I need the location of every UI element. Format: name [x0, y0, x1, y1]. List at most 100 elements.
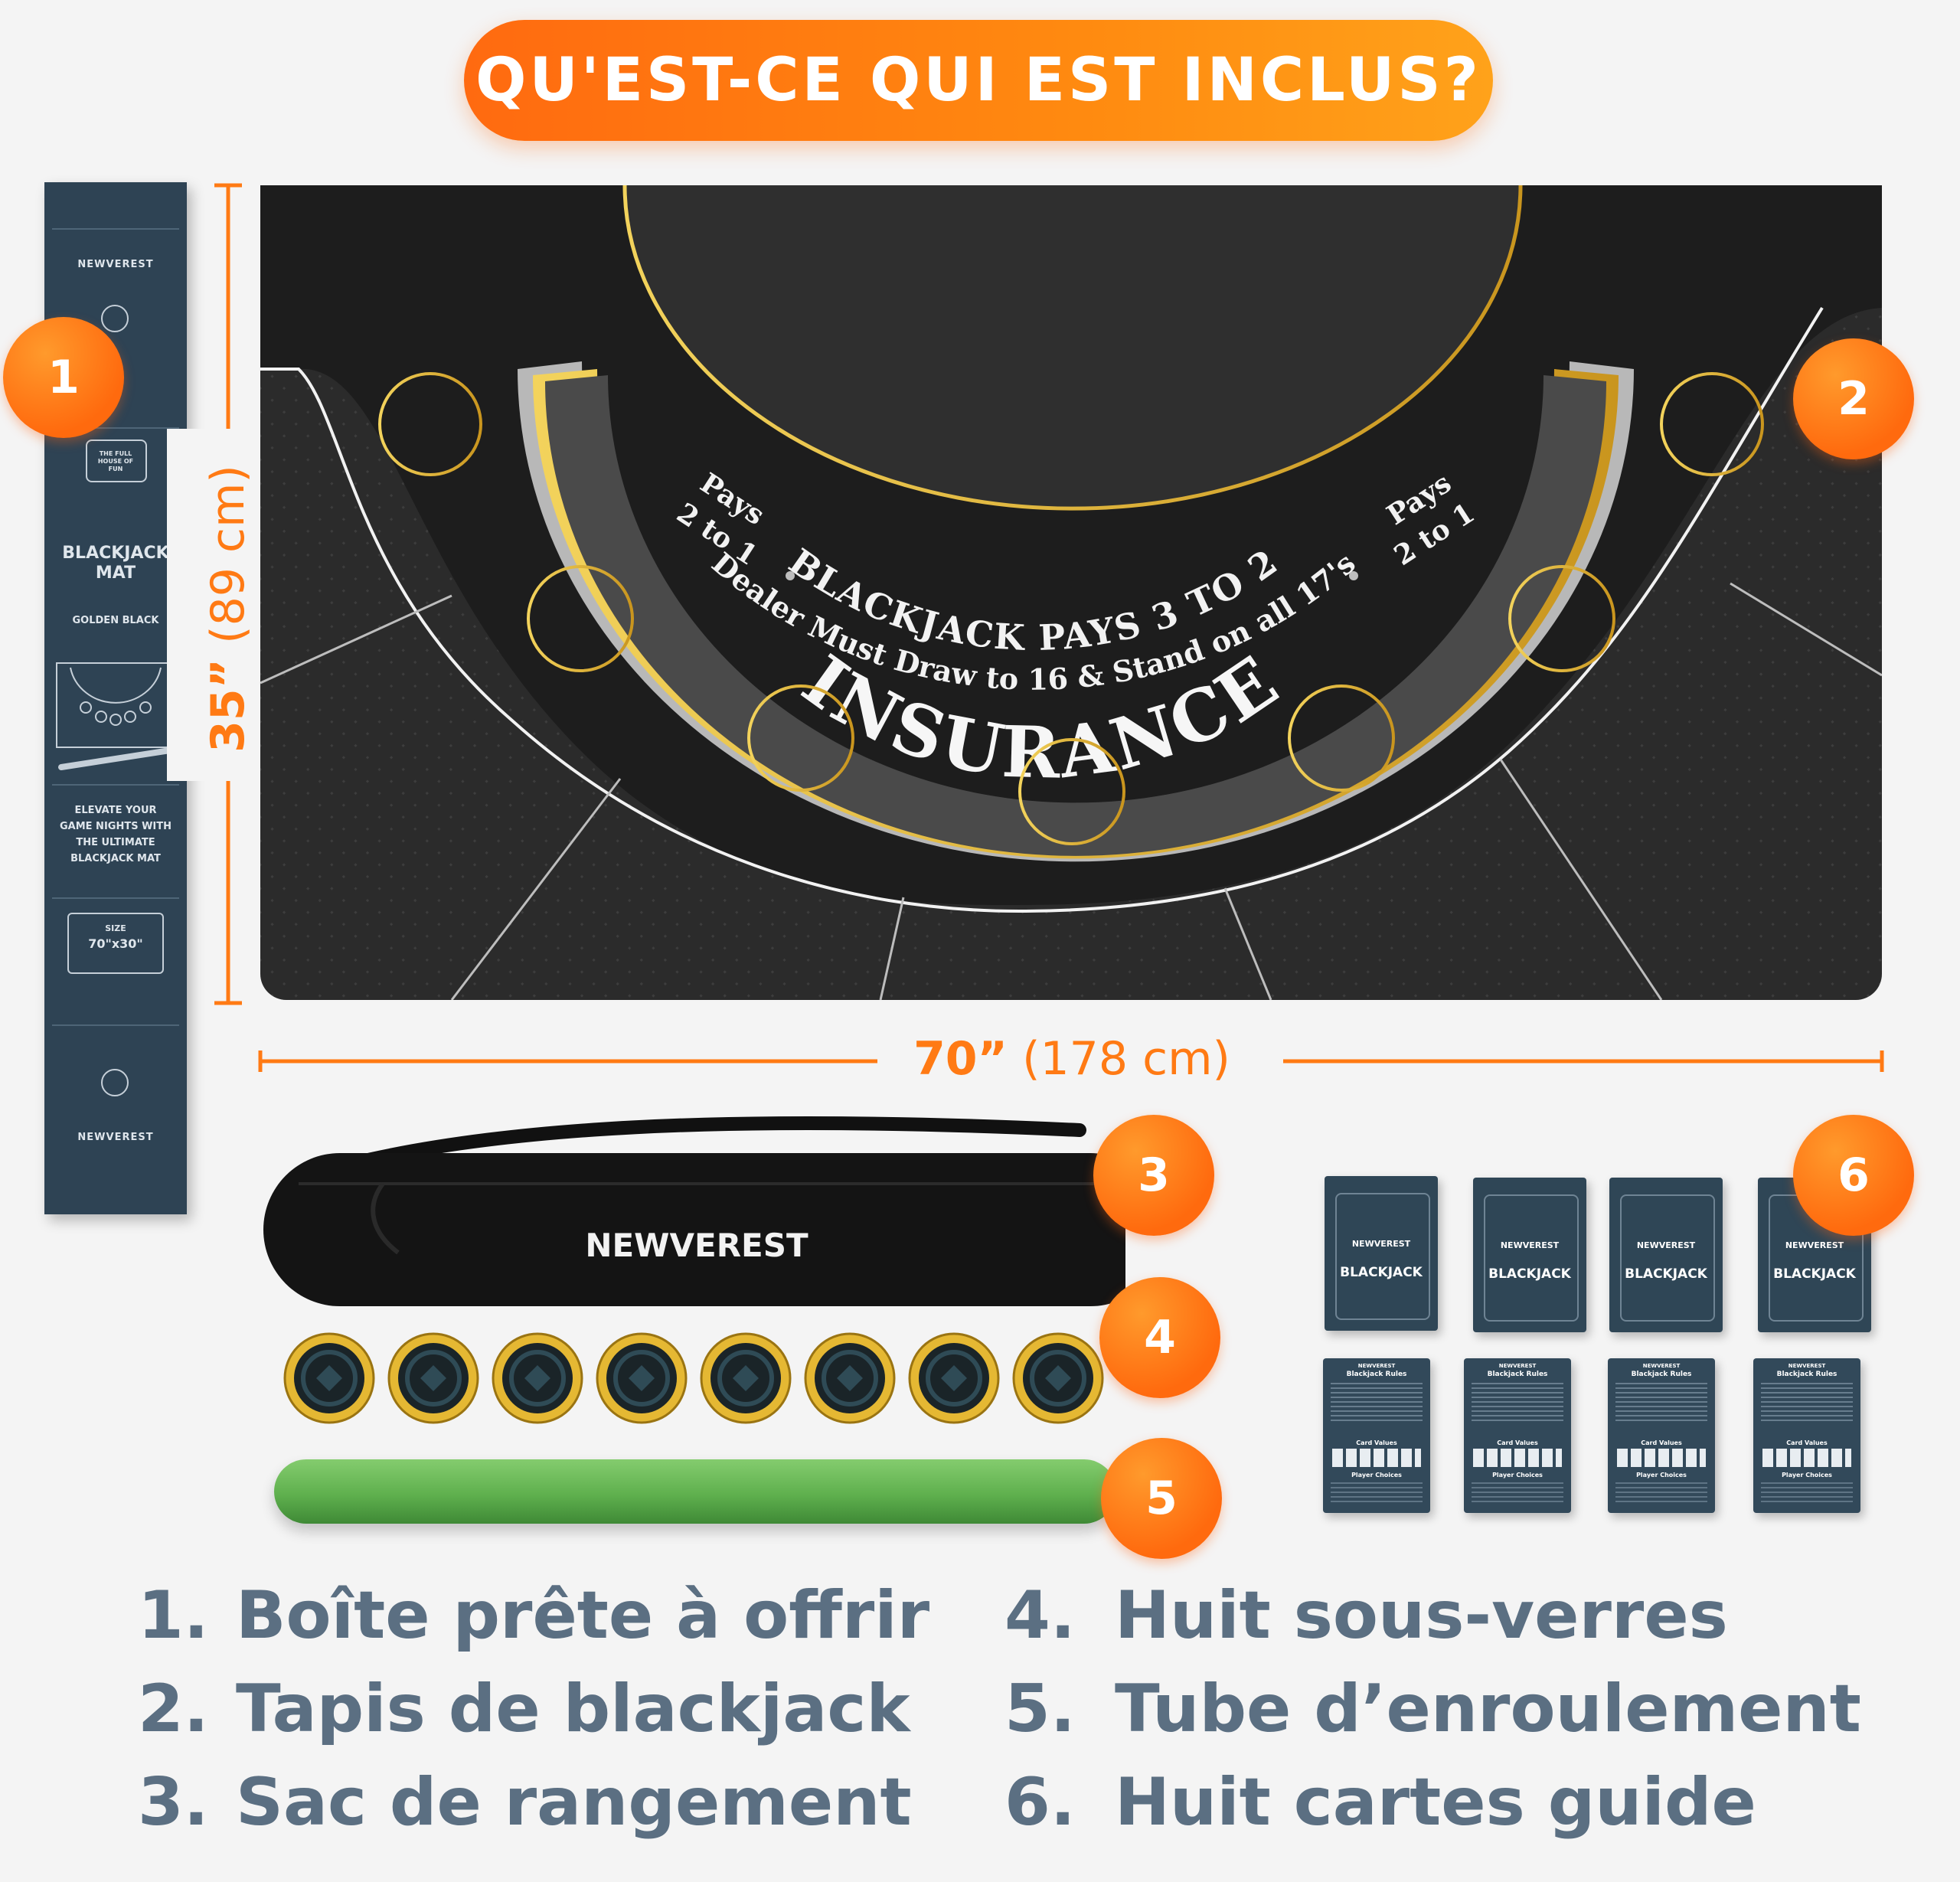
- marker-4-label: 4: [1144, 1311, 1176, 1364]
- card-brand: NEWVEREST: [1500, 1240, 1560, 1250]
- mat-seat-dividers: [260, 582, 1882, 1000]
- height-inches: 35”: [201, 658, 255, 753]
- card-rules-title: Blackjack Rules: [1346, 1371, 1407, 1378]
- card-rules-sub1: Card Values: [1356, 1439, 1397, 1446]
- guide-card-rules: NEWVEREST Blackjack Rules Card Values Pla…: [1323, 1358, 1430, 1513]
- card-rules-sub1: Card Values: [1641, 1439, 1682, 1446]
- legend-item-6: 6. Huit cartes guide: [1004, 1764, 1756, 1841]
- mat-chip-icons: [786, 571, 1358, 580]
- marker-2-label: 2: [1838, 372, 1870, 426]
- card-brand: NEWVEREST: [1351, 1239, 1411, 1249]
- marker-6: 6: [1793, 1115, 1914, 1236]
- card-rules-title: Blackjack Rules: [1776, 1371, 1838, 1378]
- box-divider: [52, 427, 179, 429]
- coaster: [283, 1332, 375, 1424]
- legend-num: 3.: [138, 1764, 209, 1841]
- box-title-line1: BLACKJACK: [62, 544, 169, 563]
- legend-item-4: 4.Huit sous-verres: [1004, 1577, 1728, 1654]
- box-promo-4: BLACKJACK MAT: [70, 853, 161, 864]
- guide-card-cover: NEWVEREST BLACKJACK: [1325, 1176, 1438, 1331]
- box-divider: [52, 228, 179, 230]
- box-divider: [52, 897, 179, 899]
- marker-4: 4: [1099, 1277, 1220, 1398]
- legend-item-5: 5. Tube d’enroulement: [1004, 1671, 1861, 1747]
- card-brand: NEWVEREST: [1642, 1363, 1681, 1369]
- card-rules-sub2: Player Choices: [1782, 1472, 1832, 1478]
- card-title: BLACKJACK: [1773, 1266, 1856, 1282]
- marker-5-label: 5: [1145, 1472, 1178, 1525]
- box-promo-1: ELEVATE YOUR: [74, 805, 157, 816]
- marker-1-label: 1: [47, 351, 80, 404]
- card-title: BLACKJACK: [1625, 1266, 1707, 1282]
- width-cm: (178 cm): [1022, 1032, 1230, 1086]
- bag-body: [263, 1153, 1125, 1306]
- coaster: [908, 1332, 1000, 1424]
- card-brand: NEWVEREST: [1498, 1363, 1537, 1369]
- box-brand-bottom: NEWVEREST: [77, 1132, 154, 1143]
- mat-betting-circles: [378, 372, 1764, 845]
- compass-icon: [101, 1069, 129, 1096]
- coaster: [804, 1332, 896, 1424]
- legend-item-1: 1. Boîte prête à offrir: [138, 1577, 929, 1654]
- box-brand-top: NEWVEREST: [77, 259, 154, 270]
- box-roll-illustration: [58, 747, 173, 770]
- marker-2: 2: [1793, 338, 1914, 459]
- box-mat-illustration: [56, 662, 175, 748]
- bag-brand: NEWVEREST: [585, 1227, 808, 1264]
- legend-num: 4.: [1004, 1577, 1076, 1654]
- coaster: [492, 1332, 583, 1424]
- marker-3-label: 3: [1138, 1148, 1170, 1202]
- compass-icon: [101, 305, 129, 332]
- coaster: [596, 1332, 688, 1424]
- coaster: [1012, 1332, 1104, 1424]
- box-tagline-frame: [86, 439, 147, 482]
- marker-5: 5: [1101, 1438, 1222, 1559]
- height-cm: (89 cm): [201, 465, 255, 644]
- coaster: [387, 1332, 479, 1424]
- legend-label: Boîte prête à offrir: [236, 1577, 930, 1654]
- mat-dealer-arc: [622, 185, 1523, 511]
- box-size-frame: [67, 913, 164, 974]
- legend-num: 5.: [1004, 1671, 1076, 1747]
- guide-card-cover: NEWVEREST BLACKJACK: [1473, 1178, 1586, 1332]
- storage-bag: NEWVEREST: [263, 1116, 1125, 1306]
- box-divider: [52, 784, 179, 786]
- legend-num: 6.: [1004, 1764, 1076, 1841]
- card-rules-sub1: Card Values: [1786, 1439, 1828, 1446]
- legend-item-3: 3. Sac de rangement: [138, 1764, 912, 1841]
- coaster: [700, 1332, 792, 1424]
- width-label: 70” (178 cm): [888, 1032, 1256, 1086]
- card-rules-sub1: Card Values: [1497, 1439, 1538, 1446]
- box-promo-3: THE ULTIMATE: [76, 837, 155, 848]
- height-label: 35” (89 cm): [201, 387, 258, 831]
- mat-dealer-zone: [260, 185, 1882, 905]
- header-banner: QU'EST-CE QUI EST INCLUS?: [464, 20, 1493, 141]
- width-inches: 70”: [913, 1032, 1008, 1086]
- coasters: [283, 1332, 1104, 1424]
- card-title: BLACKJACK: [1340, 1265, 1423, 1280]
- box-tagline: THE FULL HOUSE OF FUN: [97, 450, 134, 472]
- marker-6-label: 6: [1838, 1148, 1870, 1202]
- card-title: BLACKJACK: [1488, 1266, 1571, 1282]
- card-brand: NEWVEREST: [1357, 1363, 1396, 1369]
- card-rules-sub2: Player Choices: [1351, 1472, 1402, 1478]
- mat-insurance-band: [545, 375, 1606, 856]
- legend-num: 1.: [138, 1577, 209, 1654]
- legend-label: Tapis de blackjack: [236, 1671, 910, 1747]
- width-dimension-line: [258, 1050, 1884, 1072]
- marker-1: 1: [3, 317, 124, 438]
- legend-num: 2.: [138, 1671, 209, 1747]
- box-variant: GOLDEN BLACK: [72, 615, 159, 626]
- legend-label: Sac de rangement: [236, 1764, 912, 1841]
- mat-boundary-line: [260, 306, 1824, 913]
- legend-label: Tube d’enroulement: [1115, 1671, 1861, 1747]
- legend-item-2: 2. Tapis de blackjack: [138, 1671, 910, 1747]
- card-rules-sub2: Player Choices: [1636, 1472, 1687, 1478]
- legend-label: Huit cartes guide: [1115, 1764, 1756, 1841]
- rolling-tube: [274, 1459, 1116, 1524]
- marker-3: 3: [1093, 1115, 1214, 1236]
